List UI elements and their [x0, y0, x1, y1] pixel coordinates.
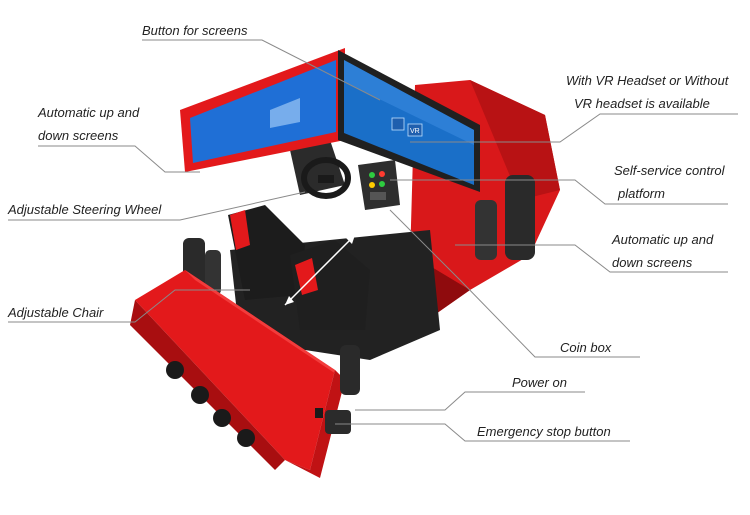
label-steering-wheel: Adjustable Steering Wheel — [8, 202, 162, 217]
label-auto-screens-left-line1: Automatic up and — [38, 105, 140, 120]
label-power-on: Power on — [512, 375, 567, 390]
left-screen — [180, 48, 345, 172]
label-auto-screens-right-line2: down screens — [612, 255, 693, 270]
label-self-service-line1: Self-service control — [614, 163, 725, 178]
label-chair: Adjustable Chair — [8, 305, 104, 320]
label-auto-screens-left-line2: down screens — [38, 128, 119, 143]
leader-self-service — [390, 179, 728, 205]
label-auto-screens-right-line1: Automatic up and — [612, 232, 714, 247]
leader-power-on — [355, 391, 585, 411]
vr-badge: VR — [410, 128, 420, 135]
control-platform — [358, 160, 400, 210]
label-vr-headset-line1: With VR Headset or Without — [566, 73, 729, 88]
center-screen: VR — [338, 50, 480, 192]
leader-button-for-screens — [142, 39, 381, 101]
label-self-service-line2: platform — [618, 186, 665, 201]
leader-vr-headset — [410, 113, 738, 143]
leader-coin-box — [389, 209, 640, 358]
label-coin-box: Coin box — [560, 340, 612, 355]
label-emergency-stop: Emergency stop button — [477, 424, 611, 439]
leader-lines — [8, 39, 738, 442]
steering-wheel — [301, 157, 351, 199]
leader-auto-screens-right — [455, 244, 728, 273]
label-vr-headset-line2: VR headset is available — [574, 96, 710, 111]
leader-chair — [8, 289, 250, 323]
leader-emergency-stop — [335, 423, 630, 442]
front-red-block — [130, 270, 360, 478]
leader-auto-screens-left — [38, 145, 200, 173]
label-button-for-screens: Button for screens — [142, 23, 248, 38]
leader-steering-wheel — [8, 191, 306, 221]
